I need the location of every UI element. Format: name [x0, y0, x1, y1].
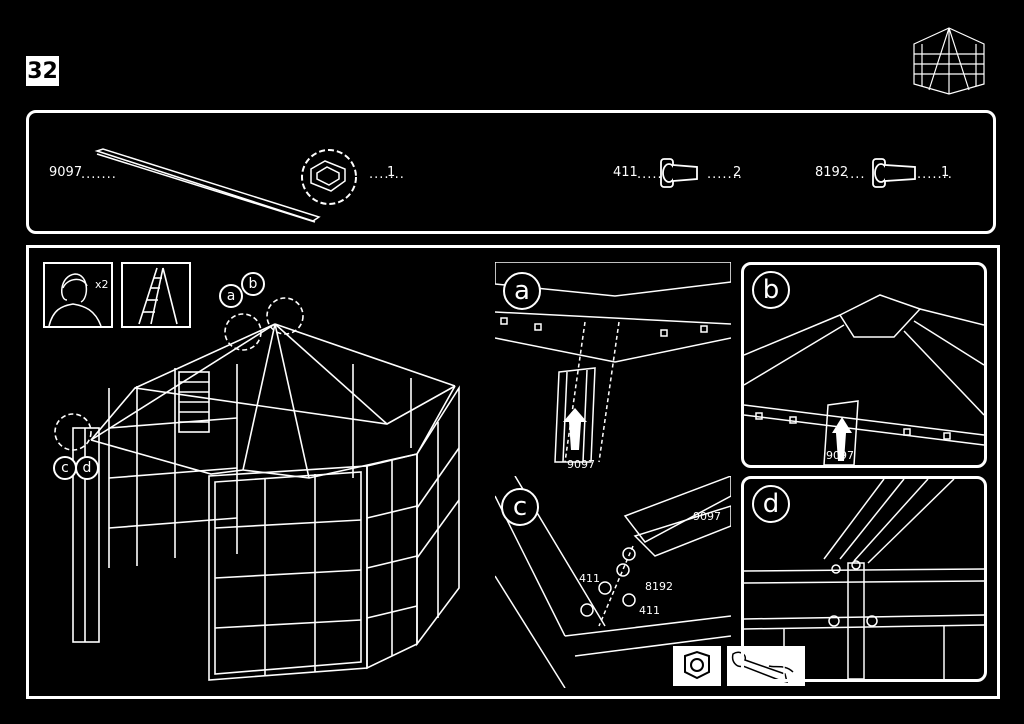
callout-d: d — [75, 456, 99, 480]
detail-d-illustration — [744, 479, 984, 679]
detail-d: d — [741, 476, 987, 682]
ladder-box — [121, 262, 191, 328]
detail-a-part: 9097 — [567, 458, 595, 471]
dots: ....... — [369, 167, 405, 182]
dots: ....... — [707, 167, 743, 182]
gazebo-thumbnail — [904, 24, 994, 98]
part-qty-411: 2 — [733, 165, 742, 180]
nut-icon — [684, 650, 710, 680]
helpers-count: x2 — [95, 278, 109, 291]
part-qty-8192: 1 — [941, 165, 950, 180]
detail-a-letter: a — [503, 272, 541, 310]
wrench-icon — [731, 651, 794, 684]
detail-b-part: 9097 — [826, 449, 854, 462]
nut-411-icon — [660, 158, 698, 188]
detail-c-letter: c — [501, 488, 539, 526]
detail-c-nut-bottom: 411 — [639, 604, 660, 617]
nut-inset — [673, 646, 721, 686]
gazebo-frame-illustration — [54, 297, 460, 681]
detail-a: a 9097 — [495, 262, 731, 471]
bolt-8192-icon — [872, 158, 916, 188]
person-icon — [48, 273, 102, 326]
step-number: 32 — [26, 56, 59, 86]
parts-list: 9097 ....... ....... 1 411 ..... .......… — [26, 110, 996, 234]
detail-c-part-profile: 9097 — [693, 510, 721, 523]
profile-section-icon — [301, 149, 357, 205]
detail-c: c 9097 411 8192 411 — [495, 476, 805, 688]
ladder-icon — [138, 267, 178, 325]
callout-a: a — [219, 284, 243, 308]
detail-b-illustration — [744, 294, 984, 465]
part-qty-9097: 1 — [387, 165, 396, 180]
callout-c: c — [53, 456, 77, 480]
detail-b: b 9097 — [741, 262, 987, 468]
assembly-area: x2 — [26, 245, 1000, 699]
two-person-box: x2 — [43, 262, 113, 328]
callout-b: b — [241, 272, 265, 296]
detail-a-illustration — [495, 262, 731, 463]
part-code-8192: 8192 — [815, 165, 849, 180]
part-code-9097: 9097 — [49, 165, 83, 180]
dots: .... — [845, 167, 866, 182]
detail-d-letter: d — [752, 485, 790, 523]
detail-c-nut-top: 411 — [579, 572, 600, 585]
part-code-411: 411 — [613, 165, 638, 180]
detail-b-letter: b — [752, 271, 790, 309]
profile-9097-illustration — [94, 148, 321, 223]
dots: ....... — [917, 167, 953, 182]
dots: ..... — [637, 167, 663, 182]
dots: ....... — [81, 167, 117, 182]
detail-c-bolt: 8192 — [645, 580, 673, 593]
